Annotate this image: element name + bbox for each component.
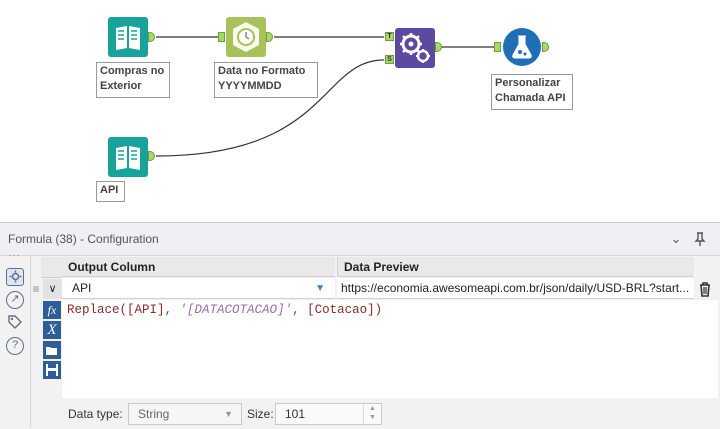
workflow-canvas[interactable]: Compras no Exterior Data no Formato YYYY… (0, 0, 720, 222)
tool-compras-exterior[interactable] (108, 17, 148, 57)
size-input[interactable]: 101 ▲▼ (275, 403, 382, 425)
tool-label-compras: Compras no Exterior (96, 62, 170, 98)
connection-wires (155, 36, 494, 157)
datetime-icon (233, 22, 259, 52)
function-fx-button[interactable]: fx (43, 301, 61, 319)
row-handle-icon[interactable]: ≡ (32, 282, 40, 296)
tool-formula[interactable] (395, 28, 435, 68)
size-label: Size: (247, 407, 274, 421)
tool-personalizar[interactable] (502, 27, 542, 67)
tag-icon[interactable] (6, 314, 24, 332)
dropdown-arrow-icon[interactable]: ▼ (315, 283, 325, 294)
output-anchor[interactable] (542, 42, 549, 52)
panel-title: Formula (38) - Configuration (8, 232, 159, 246)
formula-gears-icon (400, 33, 430, 63)
output-column-value: API (72, 281, 92, 295)
expr-sep: , (292, 303, 308, 317)
tool-data-formato[interactable] (226, 17, 266, 57)
save-disk-icon[interactable] (43, 361, 61, 379)
variables-x-button[interactable]: X (43, 321, 61, 339)
book-input-icon (116, 146, 140, 170)
trash-icon[interactable] (695, 279, 715, 299)
more-dots-icon[interactable]: ··· (8, 250, 21, 261)
expr-string-literal: '[DATACOTACAO]' (179, 303, 293, 317)
expression-editor[interactable]: Replace([API], '[DATACOTACAO]', [Cotacao… (62, 300, 718, 398)
flask-icon (503, 28, 541, 66)
book-input-icon (116, 26, 140, 50)
expr-sep: , (164, 303, 180, 317)
pin-icon[interactable] (692, 231, 708, 247)
open-folder-icon[interactable] (43, 341, 61, 359)
datatype-select[interactable]: String ▼ (128, 403, 242, 425)
navigate-icon[interactable]: ↗ (6, 291, 24, 309)
tool-api[interactable] (108, 137, 148, 177)
datatype-label: Data type: (68, 407, 123, 421)
size-stepper-icon[interactable]: ▲▼ (363, 404, 381, 424)
expr-field-api: [API] (127, 303, 165, 317)
expr-function: Replace( (67, 303, 128, 317)
data-preview-cell: https://economia.awesomeapi.com.br/json/… (337, 278, 694, 299)
grid-corner (41, 257, 62, 278)
collapse-icon[interactable]: ⌄ (670, 231, 682, 246)
column-header-preview: Data Preview (337, 257, 694, 277)
output-anchor[interactable] (148, 151, 155, 161)
dropdown-arrow-icon[interactable]: ▼ (224, 409, 233, 419)
output-anchor[interactable] (435, 42, 442, 52)
size-value: 101 (285, 407, 306, 421)
row-expand-chevron-icon[interactable]: ∨ (43, 279, 62, 299)
tool-label-data-formato: Data no Formato YYYYMMDD (214, 62, 318, 98)
input-anchor[interactable] (494, 42, 501, 52)
tool-label-personalizar: Personalizar Chamada API (491, 74, 573, 110)
column-header-output: Output Column (62, 257, 335, 277)
panel-header: Formula (38) - Configuration ⌄ (0, 223, 720, 256)
input-anchor[interactable] (218, 32, 225, 42)
tool-label-api: API (96, 181, 125, 202)
datatype-value: String (138, 407, 170, 421)
input-anchor-s[interactable]: S (385, 55, 394, 64)
footer-bar: Data type: String ▼ Size: 101 ▲▼ (62, 400, 718, 429)
expr-field-cotacao: [Cotacao] (307, 303, 375, 317)
side-rail: ··· ↗ ? (0, 250, 31, 428)
help-icon[interactable]: ? (6, 337, 24, 355)
input-anchor-t[interactable]: T (385, 32, 394, 41)
output-anchor[interactable] (266, 32, 273, 42)
output-column-select[interactable]: API ▼ (62, 278, 335, 299)
expr-close: ) (374, 303, 383, 317)
output-anchor[interactable] (148, 32, 155, 42)
settings-gear-icon[interactable] (6, 268, 24, 286)
